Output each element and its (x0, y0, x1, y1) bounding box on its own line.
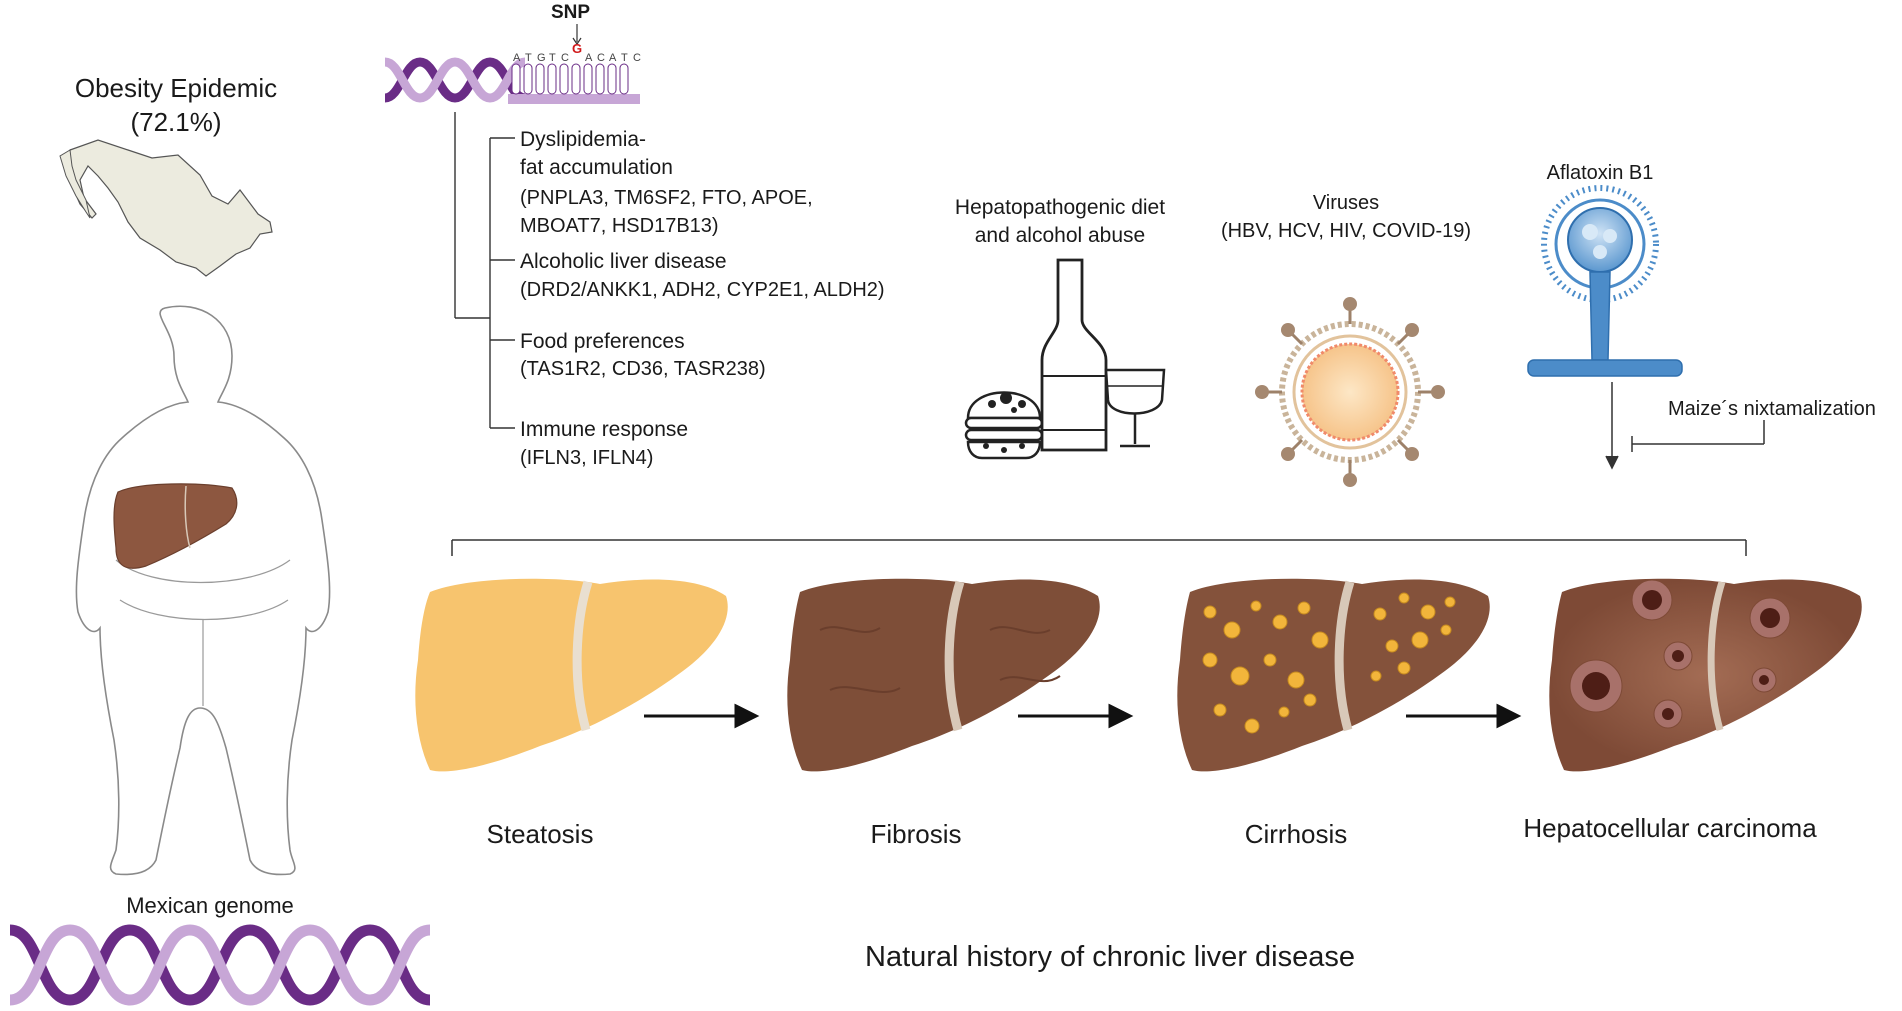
virus-icon (1255, 297, 1445, 487)
steatosis-liver (415, 578, 728, 772)
gene-list: MBOAT7, HSD17B13) (520, 215, 719, 237)
gene-bracket (454, 112, 515, 429)
obesity-title: Obesity Epidemic (74, 73, 278, 103)
gene-group-title: fat accumulation (520, 156, 673, 179)
snp-base: A (513, 52, 521, 64)
snp-base: A (585, 52, 593, 64)
body-liver (113, 483, 238, 569)
fibrosis-liver (787, 578, 1100, 772)
stage-label-steatosis: Steatosis (486, 819, 594, 849)
gene-list: (IFLN3, IFLN4) (520, 447, 654, 469)
aflatoxin-arrow (1605, 382, 1765, 470)
aflatoxin-fungus-icon (1527, 185, 1683, 377)
diet-label: and alcohol abuse (974, 224, 1146, 247)
gene-group-title: Alcoholic liver disease (520, 250, 727, 273)
wine-glass-icon (1104, 368, 1166, 448)
gene-list: (PNPLA3, TM6SF2, FTO, APOE, (520, 187, 813, 209)
snp-allele: G (572, 41, 583, 56)
snp-base: C (633, 52, 641, 64)
stage-bracket (451, 539, 1747, 556)
human-body-outline (75, 305, 331, 876)
snp-base: T (621, 52, 628, 64)
diet-label: Hepatopathogenic diet (954, 196, 1166, 219)
stage-label-hcc: Hepatocellular carcinoma (1523, 813, 1817, 843)
gene-group-title: Immune response (520, 418, 689, 441)
mexico-map (65, 139, 273, 277)
stage-label-cirrhosis: Cirrhosis (1244, 819, 1348, 849)
mexican-genome-dna (9, 924, 431, 1006)
hcc-liver (1549, 578, 1862, 772)
gene-list: (DRD2/ANKK1, ADH2, CYP2E1, ALDH2) (520, 279, 885, 301)
nixtamalization-label: Maize´s nixtamalization (1668, 398, 1876, 420)
stage-label-fibrosis: Fibrosis (870, 819, 962, 849)
mexico-map-baja (59, 149, 91, 219)
gene-list: (TAS1R2, CD36, TASR238) (520, 358, 766, 380)
snp-label: SNP (551, 2, 591, 23)
gene-group-title: Dyslipidemia- (520, 128, 647, 151)
viruses-title: Viruses (1312, 192, 1380, 214)
snp-base: T (549, 52, 556, 64)
aflatoxin-label: Aflatoxin B1 (1546, 162, 1654, 184)
stage-arrows (644, 703, 1522, 729)
snp-base: T (525, 52, 532, 64)
obesity-percent: (72.1%) (130, 107, 222, 137)
gene-group-title: Food preferences (520, 330, 685, 353)
snp-base: C (597, 52, 605, 64)
mexican-genome-label: Mexican genome (126, 893, 294, 918)
figure-caption: Natural history of chronic liver disease (865, 941, 1355, 973)
cirrhosis-liver (1177, 578, 1490, 772)
snp-base: A (609, 52, 617, 64)
wine-bottle-icon (1040, 258, 1108, 452)
viruses-list: (HBV, HCV, HIV, COVID-19) (1220, 220, 1472, 242)
snp-base: C (561, 52, 569, 64)
snp-dna-strip (383, 24, 640, 104)
snp-base: G (537, 52, 546, 64)
